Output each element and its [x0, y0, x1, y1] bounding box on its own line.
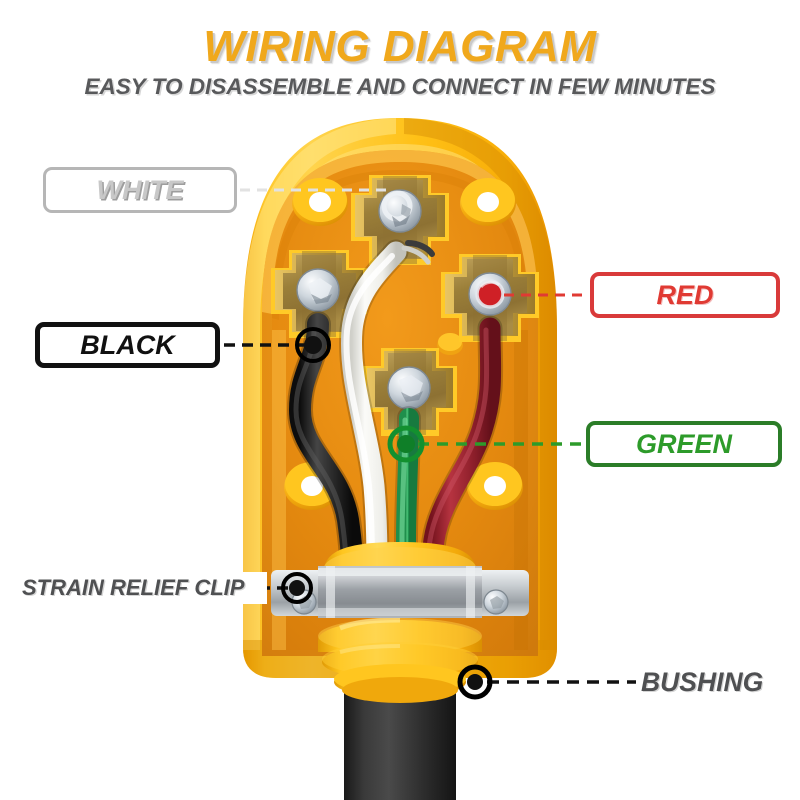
terminal-right-hot: [441, 254, 539, 342]
callout-red-text: RED: [656, 279, 714, 310]
marker-bushing: [457, 664, 493, 700]
center-post: [437, 333, 463, 355]
marker-strain-relief: [281, 572, 313, 604]
strain-relief-clip: [271, 566, 529, 618]
mounting-boss: [460, 178, 516, 226]
callout-bushing[interactable]: BUSHING: [641, 664, 800, 700]
callout-white-text: WHITE: [96, 174, 184, 205]
terminal-left-hot: [271, 250, 367, 338]
page-subtitle: EASY TO DISASSEMBLE AND CONNECT IN FEW M…: [84, 74, 716, 99]
white-wire-copper-end: [401, 240, 435, 265]
mounting-boss: [292, 178, 348, 226]
leader-lines: [224, 188, 636, 684]
page-title: WIRING DIAGRAM: [203, 22, 597, 71]
callout-green[interactable]: GREEN: [586, 421, 782, 467]
clamp-screw-right: [483, 589, 509, 615]
callout-black-text: BLACK: [80, 329, 175, 360]
callout-red[interactable]: RED: [590, 272, 780, 318]
callout-bushing-text: BUSHING: [641, 666, 764, 697]
wire-black: [288, 313, 363, 560]
callout-black[interactable]: BLACK: [35, 322, 220, 368]
marker-black: [295, 327, 331, 363]
callout-white[interactable]: WHITE: [43, 167, 237, 213]
callout-green-text: GREEN: [635, 428, 733, 459]
callout-strain-relief-text: STRAIN RELIEF CLIP: [22, 575, 245, 600]
leader-markers: [281, 327, 493, 700]
mounting-boss: [467, 462, 523, 510]
marker-green: [387, 425, 425, 463]
mounting-bosses: [284, 178, 523, 510]
callout-strain-relief-clip[interactable]: STRAIN RELIEF CLIP: [22, 572, 267, 604]
